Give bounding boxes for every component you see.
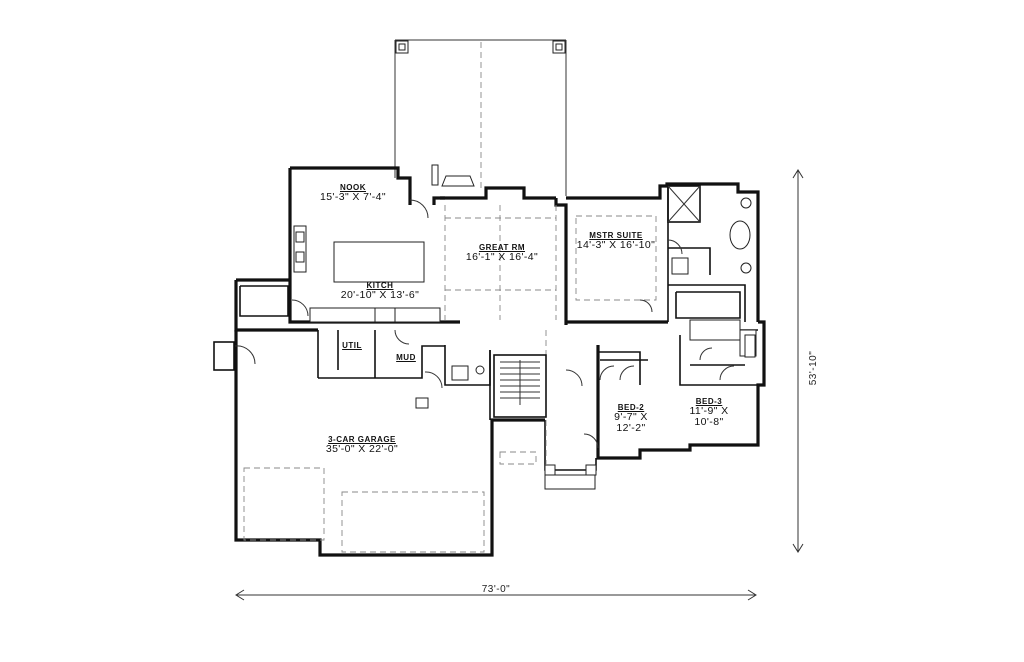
kitchen-fixtures	[293, 164, 475, 323]
room-size-line-1: 9'-7" X	[614, 411, 648, 423]
dimension-depth	[792, 169, 804, 553]
room-size: 20'-10" X 13'-6"	[340, 289, 420, 301]
room-util: UTIL	[340, 342, 364, 350]
room-size: 35'-0" X 22'-0"	[325, 443, 399, 455]
room-size: 16'-1" X 16'-4"	[465, 251, 539, 263]
room-name: 3-CAR GARAGE	[328, 435, 396, 444]
room-great-room: GREAT RM 16'-1" X 16'-4"	[462, 244, 542, 263]
width-dimension-label: 73'-0"	[482, 584, 510, 595]
stairs	[493, 354, 547, 418]
bath-fixtures	[451, 197, 756, 381]
room-bed-3: BED-3 11'-9" X 10'-8"	[686, 398, 732, 427]
room-name: MUD	[396, 353, 416, 362]
room-name: BED-2	[617, 403, 645, 412]
room-bed-2: BED-2 9'-7" X 12'-2"	[606, 404, 656, 433]
room-size: 14'-3" X 16'-10"	[576, 239, 656, 251]
room-name: UTIL	[342, 341, 362, 350]
interior-walls	[308, 185, 758, 420]
dimension-width	[235, 589, 757, 601]
room-master-suite: MSTR SUITE 14'-3" X 16'-10"	[574, 232, 658, 251]
room-name: BED-3	[695, 397, 723, 406]
room-nook: NOOK 15'-3" X 7'-4"	[318, 184, 388, 203]
room-name: NOOK	[340, 183, 366, 192]
exterior-walls	[213, 166, 766, 557]
ceiling-lines	[243, 205, 657, 553]
room-mud: MUD	[394, 354, 418, 362]
room-size-line-1: 11'-9" X	[689, 405, 729, 417]
room-size: 15'-3" X 7'-4"	[319, 191, 387, 203]
covered-patio	[394, 39, 567, 196]
room-kitchen: KITCH 20'-10" X 13'-6"	[325, 282, 435, 301]
depth-dimension-label: 53'-10"	[808, 351, 819, 386]
room-name: GREAT RM	[478, 243, 526, 252]
room-garage: 3-CAR GARAGE 35'-0" X 22'-0"	[310, 436, 414, 455]
room-size-line-2: 12'-2"	[616, 421, 646, 434]
room-name: MSTR SUITE	[589, 231, 643, 240]
doors	[234, 199, 735, 449]
room-name: KITCH	[366, 281, 394, 290]
room-size-line-2: 10'-8"	[694, 415, 724, 428]
